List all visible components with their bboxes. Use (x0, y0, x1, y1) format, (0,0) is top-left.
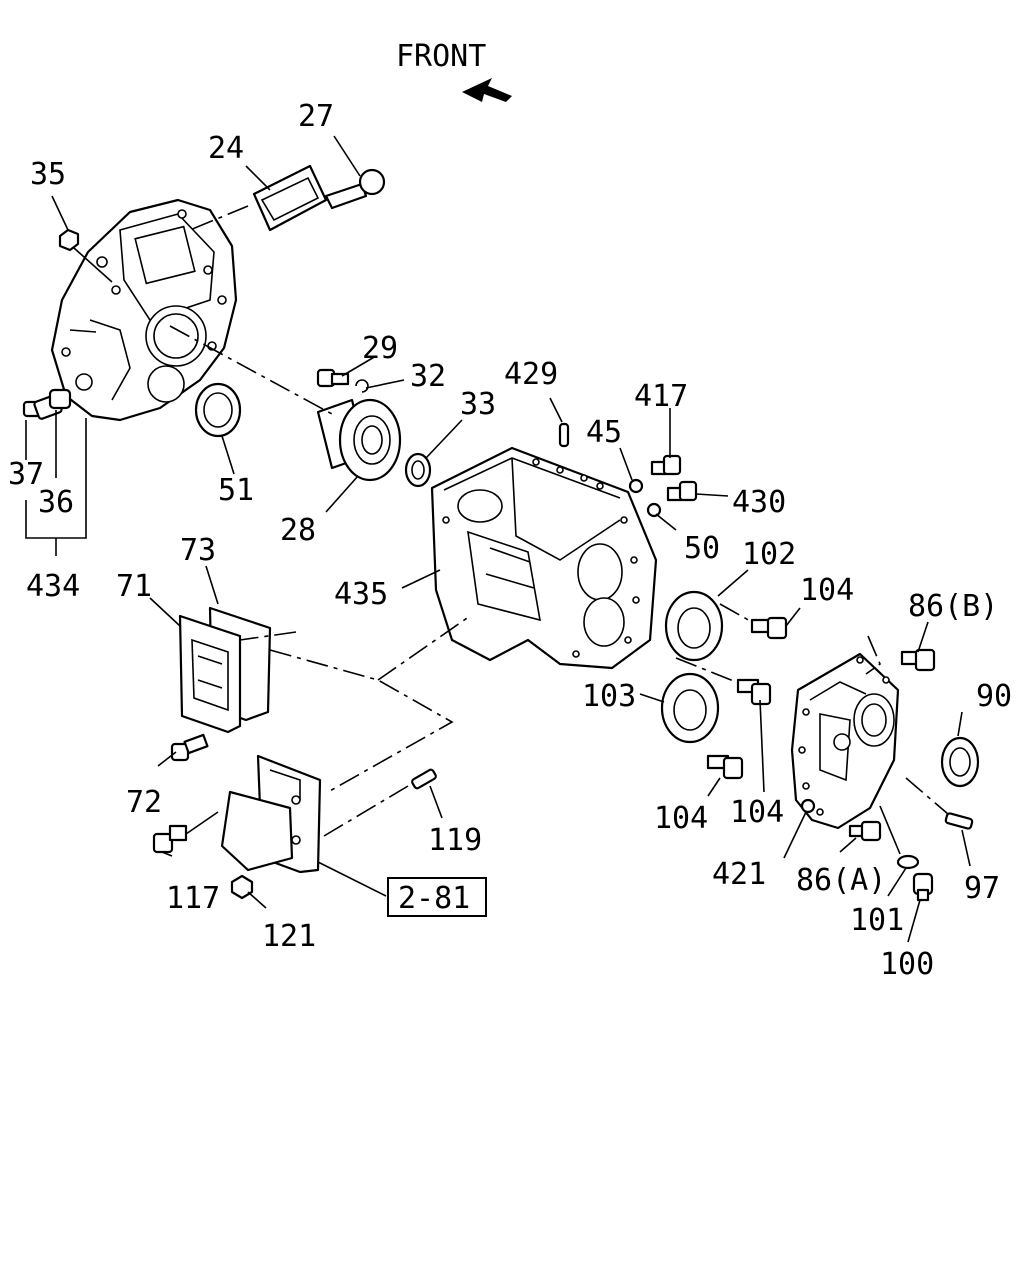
part-97-pin (944, 812, 974, 830)
callout-27: 27 (298, 99, 334, 134)
part-27-bolt (324, 168, 386, 210)
assembly-lines (169, 205, 949, 837)
callout-104-middle: 104 (730, 795, 784, 830)
part-32-snap-ring (355, 379, 369, 393)
callout-50: 50 (684, 531, 720, 566)
part-45-washer (628, 478, 644, 494)
reference-box-label[interactable]: 2-81 (398, 881, 470, 916)
callout-119: 119 (428, 823, 482, 858)
callout-51: 51 (218, 473, 254, 508)
callout-86b: 86(B) (908, 589, 998, 624)
part-102-bearing-cover (664, 590, 724, 662)
part-86a-bolt (848, 820, 882, 842)
part-103-bearing-cover (660, 672, 720, 744)
callout-90: 90 (976, 679, 1012, 714)
callout-103: 103 (582, 679, 636, 714)
part-72-bolt (170, 733, 209, 762)
callout-36: 36 (38, 485, 74, 520)
part-29-bolt (316, 368, 350, 388)
callout-71: 71 (116, 569, 152, 604)
part-28-bearing-retainer (316, 398, 402, 482)
callout-86a: 86(A) (796, 863, 886, 898)
part-86b-bolt (900, 648, 936, 672)
pto-cover-assembly (220, 754, 322, 874)
part-101-o-ring (896, 854, 920, 870)
callouts: 27 24 35 29 32 429 33 417 45 37 51 430 3… (8, 99, 1012, 982)
part-100-drain-plug (912, 872, 934, 902)
part-51-seal (194, 382, 242, 438)
reference-box[interactable] (387, 877, 487, 917)
part-50-washer (646, 502, 662, 518)
extension-housing (790, 652, 900, 830)
callout-430: 430 (732, 485, 786, 520)
callout-32: 32 (410, 359, 446, 394)
part-119-stud (411, 768, 437, 790)
callout-101: 101 (850, 903, 904, 938)
part-71-cover (178, 614, 242, 734)
part-104-bolt-upper (750, 616, 788, 640)
part-36-bushing (48, 388, 72, 410)
callout-429: 429 (504, 357, 558, 392)
callout-35: 35 (30, 157, 66, 192)
part-104-bolt-lower (706, 754, 744, 780)
callout-29: 29 (362, 331, 398, 366)
callout-117: 117 (166, 881, 220, 916)
part-33-oil-seal (404, 452, 432, 488)
part-117-bolt (152, 824, 188, 854)
front-label: FRONT (396, 39, 486, 74)
callout-102: 102 (742, 537, 796, 572)
callout-33: 33 (460, 387, 496, 422)
part-430-bolt (666, 480, 698, 502)
callout-45: 45 (586, 415, 622, 450)
part-90-oil-seal (940, 736, 980, 788)
part-429-dowel-pin (558, 422, 570, 448)
callout-73: 73 (180, 533, 216, 568)
part-121-nut (230, 874, 254, 900)
callout-104-upper: 104 (800, 573, 854, 608)
callout-72: 72 (126, 785, 162, 820)
callout-121: 121 (262, 919, 316, 954)
part-24-cover-plate (252, 164, 328, 232)
part-421-washer (800, 798, 816, 814)
leader-lines (25, 135, 971, 943)
callout-100: 100 (880, 947, 934, 982)
front-arrow-icon (462, 78, 512, 102)
callout-104-lower: 104 (654, 801, 708, 836)
clutch-housing (50, 198, 238, 422)
callout-24: 24 (208, 131, 244, 166)
callout-97: 97 (964, 871, 1000, 906)
part-35-nut (58, 228, 80, 252)
callout-434: 434 (26, 569, 80, 604)
part-417-bolt (650, 454, 682, 476)
callout-417: 417 (634, 379, 688, 414)
callout-28: 28 (280, 513, 316, 548)
callout-435: 435 (334, 577, 388, 612)
part-104-bolt-middle (736, 678, 772, 706)
callout-421: 421 (712, 857, 766, 892)
transmission-case (430, 446, 658, 670)
callout-37: 37 (8, 457, 44, 492)
